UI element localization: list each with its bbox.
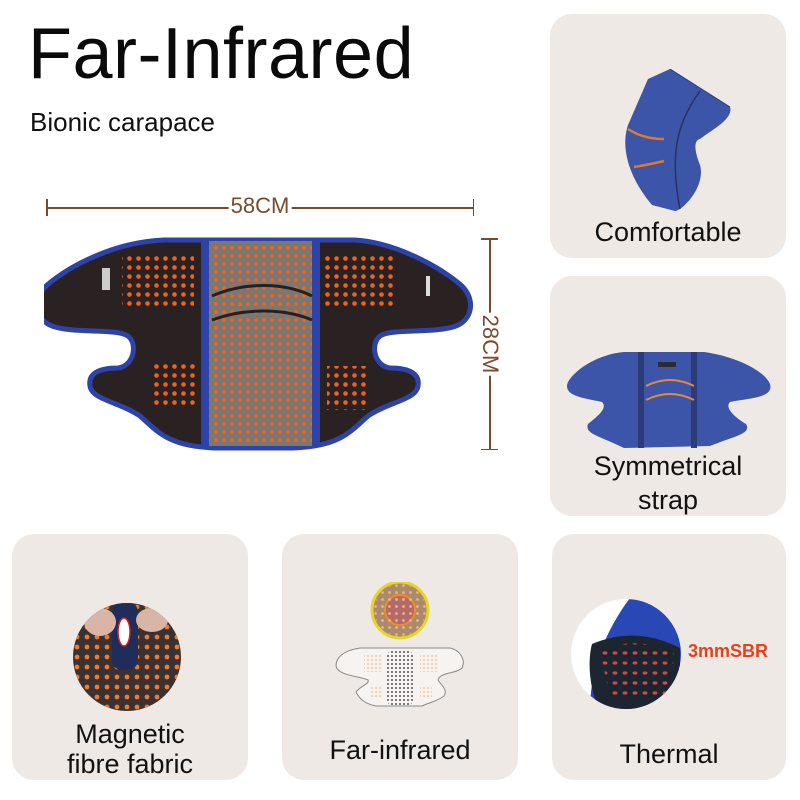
flat-brace-icon [566,352,771,448]
feature-label: Thermal [619,739,719,769]
sbr-thickness-badge: 3mmSBR [688,641,769,661]
feature-card-comfortable: Comfortable [550,14,786,258]
feature-card-thermal: 3mmSBR Thermal [552,534,786,780]
feature-label-line1: Magnetic [75,719,185,749]
sbr-layer-icon [571,599,681,709]
height-label: 28CM [477,312,503,376]
width-label: 58CM [228,193,292,219]
height-dimension: 28CM [477,238,503,450]
infrared-heat-icon [335,582,464,707]
feature-label-line2: fibre fabric [66,749,194,779]
knee-brace-icon [625,69,731,211]
feature-card-far-infrared: Far-infrared [282,534,518,780]
magnet-fabric-icon [73,603,181,711]
width-dimension: 58CM [46,193,474,220]
feature-label: Far-infrared [329,735,471,765]
page-title: Far-Infrared [28,14,415,94]
feature-label-line1: Symmetrical [593,451,743,481]
feature-label: Comfortable [594,217,742,247]
feature-card-magnetic-fibre: Magnetic fibre fabric [12,534,248,780]
page-subtitle: Bionic carapace [30,107,215,137]
knee-brace-product-image [44,237,473,451]
feature-card-symmetrical-strap: Symmetrical strap [550,276,786,516]
feature-label-line2: strap [637,485,699,515]
